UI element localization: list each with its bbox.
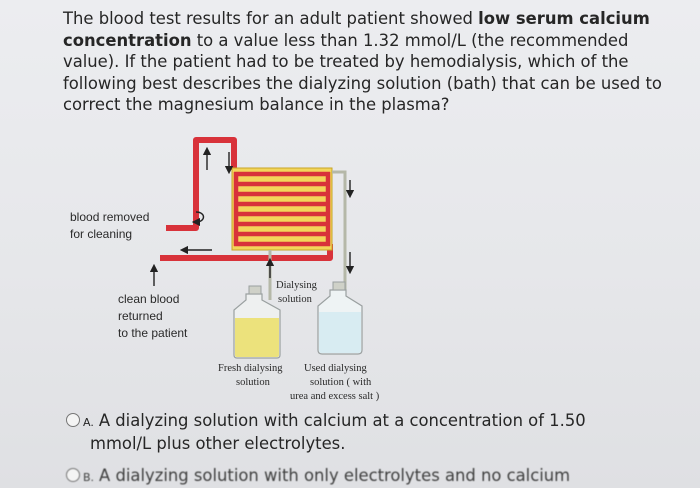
label-clean-blood: clean blood returned to the patient	[118, 292, 188, 340]
question-part-2: to a value less than 1.32 mmol/L (the re…	[63, 30, 662, 115]
option-a-text-line2: mmol/L plus other electrolytes.	[90, 434, 346, 453]
option-b-radio[interactable]	[66, 468, 80, 482]
blood-top-link	[226, 137, 237, 170]
option-b-text: A dialyzing solution with only electroly…	[99, 466, 571, 485]
label-used-solution: Used dialysing solution ( with urea and …	[290, 363, 380, 402]
label-fresh-solution: Fresh dialysing solution	[218, 363, 285, 388]
label-dialysing-solution: Dialysing solution	[276, 280, 319, 305]
blood-tubes	[160, 137, 333, 261]
label-blood-removed: blood removed for cleaning	[70, 210, 153, 241]
blood-out-tube	[160, 244, 333, 261]
option-a[interactable]: A. A dialyzing solution with calcium at a…	[66, 410, 666, 454]
question-part-1: The blood test results for an adult pati…	[63, 9, 479, 28]
option-a-letter: A.	[83, 416, 94, 429]
question-text: The blood test results for an adult pati…	[63, 8, 683, 116]
flow-arrows	[149, 146, 355, 286]
option-a-radio[interactable]	[66, 413, 80, 427]
option-b-letter: B.	[83, 471, 95, 484]
blood-in-tube	[166, 137, 226, 231]
option-a-text-line1: A dialyzing solution with calcium at a c…	[98, 411, 586, 430]
dialyser-coil	[231, 167, 333, 251]
question-bold-phrase: low serum calcium concentration	[63, 9, 650, 50]
used-bottle	[317, 281, 363, 355]
fresh-bottle	[233, 285, 281, 359]
coil-tubes	[233, 171, 331, 247]
option-b[interactable]: B. A dialyzing solution with only electro…	[66, 465, 666, 488]
